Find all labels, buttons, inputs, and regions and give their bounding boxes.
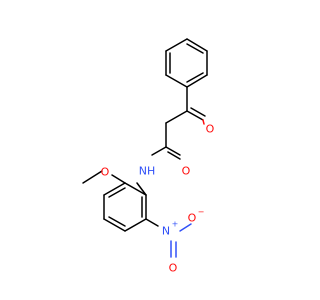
bond: [151, 146, 167, 156]
anilide-ring: [103, 182, 147, 232]
bond: [124, 182, 147, 196]
bond: [111, 174, 126, 184]
bond: [82, 170, 103, 184]
bond: [103, 218, 126, 232]
charge-plus-nitrogen: +: [172, 220, 179, 229]
atom-label-amide-nitrogen: NH: [139, 165, 156, 178]
bond-inner: [108, 216, 126, 227]
atom-label-carbonyl-oxygen: O: [206, 123, 215, 136]
bond-inner: [186, 72, 204, 83]
methoxy-group: [82, 170, 126, 184]
bond: [124, 218, 147, 232]
atom-label-nitro-oxygen-anion: O: [188, 212, 197, 225]
bond: [165, 74, 188, 88]
acyl-chain: [136, 86, 206, 196]
bond: [165, 146, 181, 156]
atom-label-nitro-nitrogen: N: [162, 225, 170, 238]
bond: [186, 74, 208, 88]
bond-double: [190, 107, 206, 117]
bond: [103, 182, 126, 196]
bond: [186, 38, 208, 52]
bond: [186, 110, 204, 121]
bond-inner: [108, 187, 126, 198]
bond: [202, 119, 205, 125]
nitro-group: [145, 218, 192, 258]
atom-label-amide-oxygen: O: [182, 165, 191, 178]
bond: [145, 218, 159, 227]
atom-label-nitro-oxygen: O: [169, 262, 178, 275]
molecule-structure: O O NH O N + O − O: [82, 38, 215, 275]
bond: [165, 110, 188, 124]
bond-double: [167, 151, 181, 160]
bond: [136, 182, 147, 196]
bond: [179, 223, 192, 232]
phenyl-ring: [165, 38, 208, 88]
charge-minus-oxygen: −: [198, 208, 205, 217]
bond: [165, 38, 188, 52]
bond-inner: [186, 43, 204, 54]
atom-label-methoxy-oxygen: O: [101, 166, 110, 179]
